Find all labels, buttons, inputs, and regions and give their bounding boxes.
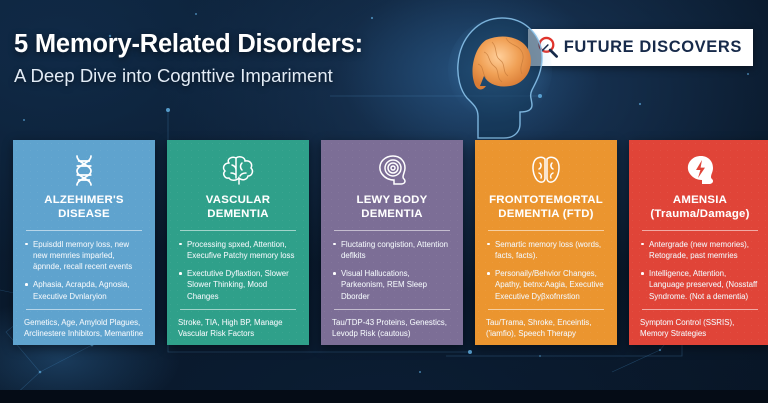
card-symptom-list: Epuisddl memory loss, new new memries im… bbox=[24, 239, 144, 302]
card-amnesia[interactable]: AMENSIA (Trauma/Damage) Antergrade (new … bbox=[629, 140, 768, 345]
card-vascular-dementia[interactable]: VASCULAR DEMENTIA Processing spxed, Atte… bbox=[167, 140, 309, 345]
list-item: Personaily/Behvior Changes, Apathy, betn… bbox=[486, 268, 606, 302]
brain-icon bbox=[178, 153, 298, 187]
magnifier-icon bbox=[538, 36, 558, 58]
card-divider-bottom bbox=[642, 308, 758, 310]
card-title-line1: FRONTOTEMORTAL bbox=[489, 194, 603, 206]
card-title-line1: AMENSIA bbox=[672, 194, 728, 206]
card-divider-top bbox=[180, 229, 296, 231]
card-divider-top bbox=[26, 229, 142, 231]
list-item: Processing spxed, Attention, Execufive P… bbox=[178, 239, 298, 261]
card-title-line2: (Trauma/Damage) bbox=[650, 207, 750, 220]
list-item: Semartic memory loss (words, facts, fact… bbox=[486, 239, 606, 261]
card-title: VASCULAR DEMENTIA bbox=[178, 194, 298, 222]
card-lewy-body-dementia[interactable]: LEWY BODY DEMENTIA Fluctating congistion… bbox=[321, 140, 463, 345]
card-symptom-list: Semartic memory loss (words, facts, fact… bbox=[486, 239, 606, 302]
card-title: ALZEHIMER'S DISEASE bbox=[24, 194, 144, 222]
dna-helix-icon bbox=[24, 153, 144, 187]
list-item: Exectutive Dyflaxtion, Slower Slower Thi… bbox=[178, 268, 298, 302]
page-title: 5 Memory-Related Disorders: bbox=[14, 30, 363, 58]
card-footer-text: Symptom Control (SSRIS), Memory Strategi… bbox=[640, 317, 735, 339]
header-text-block: 5 Memory-Related Disorders: A Deep Dive … bbox=[14, 30, 444, 86]
brain-lobes-icon bbox=[486, 153, 606, 187]
list-item: Aphasia, Acrapda, Agnosia, Executive Dvn… bbox=[24, 279, 144, 301]
brand-logo-text: FUTURE DISCOVERS bbox=[563, 38, 742, 56]
list-item: Visual Hallucations, Parkeonism, REM Sle… bbox=[332, 268, 452, 302]
card-title: FRONTOTEMORTAL DEMENTIA (FTD) bbox=[486, 194, 606, 222]
card-title-line1: ALZEHIMER'S DISEASE bbox=[44, 194, 124, 220]
card-footer-text: Tau/Trama, Shroke, Enceintis, ('iamfio),… bbox=[486, 317, 592, 339]
card-title-line1: VASCULAR DEMENTIA bbox=[205, 194, 271, 220]
card-divider-bottom bbox=[180, 308, 296, 310]
card-symptom-list: Processing spxed, Attention, Execufive P… bbox=[178, 239, 298, 302]
card-footer-text: Gemetics, Age, Amylold Plagues, Arclines… bbox=[24, 317, 144, 339]
list-item: Epuisddl memory loss, new new memries im… bbox=[24, 239, 144, 273]
card-title: LEWY BODY DEMENTIA bbox=[332, 194, 452, 222]
brand-logo[interactable]: FUTURE DISCOVERS bbox=[527, 29, 753, 66]
list-item: Fluctating congistion, Attention deflkit… bbox=[332, 239, 452, 261]
card-title: AMENSIA (Trauma/Damage) bbox=[640, 194, 760, 222]
card-alzheimers[interactable]: ALZEHIMER'S DISEASE Epuisddl memory loss… bbox=[13, 140, 155, 345]
card-footer-text: Stroke, TIA, High BP, Manage Vascular Ri… bbox=[178, 317, 283, 339]
card-divider-bottom bbox=[334, 308, 450, 310]
card-frontotemporal-dementia[interactable]: FRONTOTEMORTAL DEMENTIA (FTD) Semartic m… bbox=[475, 140, 617, 345]
card-title-line1: LEWY BODY bbox=[356, 194, 428, 206]
card-title-line2: DEMENTIA (FTD) bbox=[498, 207, 594, 220]
list-item: Intelligence, Attention, Language preser… bbox=[640, 268, 760, 302]
card-footer-text: Tau/TDP-43 Proteins, Genestics, Levodp R… bbox=[332, 317, 447, 339]
card-title-line2: DEMENTIA bbox=[361, 207, 423, 220]
head-lightning-icon bbox=[640, 153, 760, 187]
head-spiral-icon bbox=[332, 153, 452, 187]
card-divider-bottom bbox=[26, 308, 142, 310]
bottom-bar bbox=[0, 390, 768, 403]
list-item: Antergrade (new memories), Retograde, pa… bbox=[640, 239, 760, 261]
card-symptom-list: Fluctating congistion, Attention deflkit… bbox=[332, 239, 452, 302]
card-divider-top bbox=[642, 229, 758, 231]
card-divider-top bbox=[488, 229, 604, 231]
card-divider-bottom bbox=[488, 308, 604, 310]
card-symptom-list: Antergrade (new memories), Retograde, pa… bbox=[640, 239, 760, 302]
card-divider-top bbox=[334, 229, 450, 231]
page-subtitle: A Deep Dive into Cognttive Impariment bbox=[14, 64, 333, 86]
disorder-cards-row: ALZEHIMER'S DISEASE Epuisddl memory loss… bbox=[13, 140, 768, 345]
